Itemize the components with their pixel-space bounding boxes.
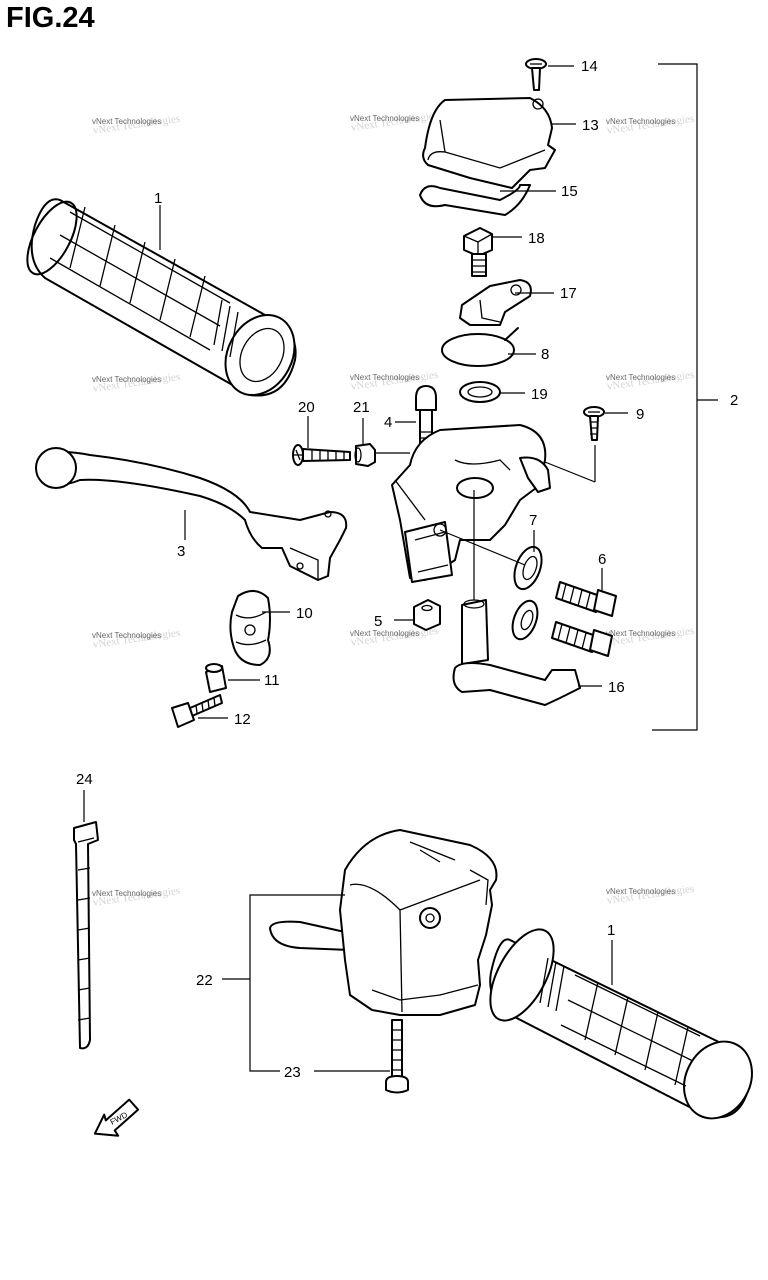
callout-7: 7 xyxy=(529,512,537,529)
part-17-bracket xyxy=(459,279,532,326)
callout-1: 1 xyxy=(154,190,162,207)
watermark: vNext Technologies xyxy=(350,629,419,638)
callout-22: 22 xyxy=(196,972,213,989)
part-4-pivot-bolt xyxy=(415,385,437,446)
callout-6: 6 xyxy=(598,551,606,568)
callout-9: 9 xyxy=(636,406,644,423)
callout-14: 14 xyxy=(581,58,598,75)
callout-4: 4 xyxy=(384,414,392,431)
callout-13: 13 xyxy=(582,117,599,134)
part-8-spring xyxy=(441,327,519,367)
part-10-clamp xyxy=(229,590,271,666)
group-bracket-2 xyxy=(652,63,718,731)
callout-8: 8 xyxy=(541,346,549,363)
part-14-screw xyxy=(525,58,547,91)
callout-15: 15 xyxy=(561,183,578,200)
callout-19: 19 xyxy=(531,386,548,403)
watermark: vNext Technologies xyxy=(606,887,675,896)
part-24-band xyxy=(73,821,99,1050)
watermark: vNext Technologies xyxy=(92,631,161,640)
part-18-bolt xyxy=(463,227,493,277)
part-5-nut xyxy=(413,599,441,631)
fwd-arrow: FWD xyxy=(93,1098,140,1137)
callout-16: 16 xyxy=(608,679,625,696)
callout-20: 20 xyxy=(298,399,315,416)
callout-2: 2 xyxy=(730,392,738,409)
part-15-gasket xyxy=(419,184,531,216)
callout-5: 5 xyxy=(374,613,382,630)
leader-lines xyxy=(83,65,628,1072)
callout-3: 3 xyxy=(177,543,185,560)
figure-title: FIG.24 xyxy=(6,2,95,34)
watermark: vNext Technologies xyxy=(350,373,419,382)
part-20-screw xyxy=(292,444,351,466)
part-19-washer xyxy=(459,381,501,403)
callout-24: 24 xyxy=(76,771,93,788)
callout-17: 17 xyxy=(560,285,577,302)
callout-23: 23 xyxy=(284,1064,301,1081)
watermark: vNext Technologies xyxy=(92,889,161,898)
part-1-left-grip xyxy=(26,198,297,397)
watermark: vNext Technologies xyxy=(92,375,161,384)
part-6-adjuster xyxy=(551,581,617,657)
part-16-perch xyxy=(452,599,581,706)
callout-21: 21 xyxy=(353,399,370,416)
watermark: vNext Technologies xyxy=(606,117,675,126)
callout-1-right: 1 xyxy=(607,922,615,939)
watermark: vNext Technologies xyxy=(92,117,161,126)
watermark: vNext Technologies xyxy=(350,114,419,123)
part-1-right-grip xyxy=(489,928,753,1120)
callout-11: 11 xyxy=(264,672,280,689)
part-12-bolt xyxy=(171,694,223,728)
part-13-cover xyxy=(422,97,556,189)
part-7-lock-washer xyxy=(511,545,543,641)
part-11-collar xyxy=(205,663,227,693)
part-22-switch-assembly xyxy=(269,829,498,1016)
part-3-clutch-lever xyxy=(35,447,348,581)
group-bracket-22 xyxy=(249,894,345,1072)
part-21-nut xyxy=(354,443,376,467)
callout-numbers: 1 2 3 4 5 6 7 8 9 10 11 12 13 14 15 16 1… xyxy=(76,58,738,1081)
part-2-lever-holder xyxy=(391,424,551,583)
watermark: vNext Technologies xyxy=(606,373,675,382)
part-23-screw xyxy=(385,1019,409,1094)
watermark: vNext Technologies xyxy=(606,629,675,638)
part-9-screw xyxy=(583,406,605,441)
callout-18: 18 xyxy=(528,230,545,247)
watermarks: vNext Technologies vNext Technologies vNe… xyxy=(92,110,695,909)
callout-10: 10 xyxy=(296,605,313,622)
callout-12: 12 xyxy=(234,711,251,728)
